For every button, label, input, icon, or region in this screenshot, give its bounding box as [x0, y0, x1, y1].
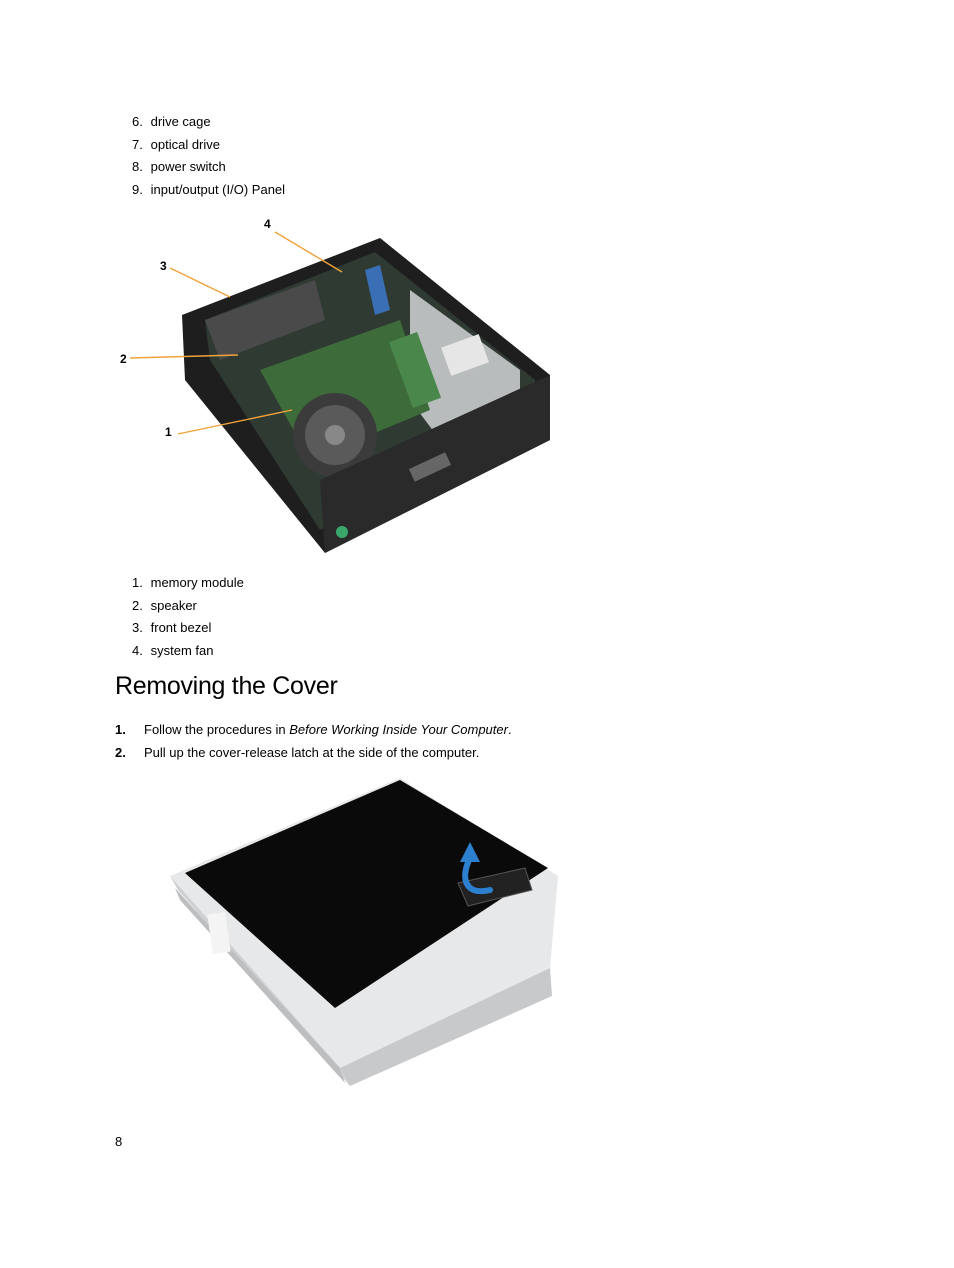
callout-legend-list: 1. memory module 2. speaker 3. front bez…	[132, 575, 244, 666]
procedure-steps: 1.Follow the procedures in Before Workin…	[115, 722, 512, 768]
list-item: 7. optical drive	[132, 136, 220, 152]
callout-line-4	[274, 231, 343, 273]
list-item: 9. input/output (I/O) Panel	[132, 182, 286, 198]
callout-4: 4	[264, 217, 271, 231]
arrow-up-icon	[462, 855, 493, 895]
callout-2: 2	[120, 352, 127, 366]
list-item: 1. memory module	[132, 575, 244, 590]
drive-cage	[205, 280, 325, 360]
callout-1: 1	[165, 425, 172, 439]
expansion-card	[388, 331, 442, 409]
list-item: 2. speaker	[132, 597, 197, 613]
computer-interior-illustration: 1 2 3 4	[120, 217, 550, 553]
list-item: 4. system fan	[132, 643, 214, 659]
power-supply-label	[441, 334, 489, 376]
list-item: 3. front bezel	[132, 620, 212, 636]
step-item: 1.Follow the procedures in Before Workin…	[115, 722, 512, 737]
cross-reference: Before Working Inside Your Computer	[289, 722, 508, 737]
list-item: 6. drive cage	[132, 114, 211, 129]
page-number: 8	[115, 1134, 123, 1149]
callout-3: 3	[160, 259, 167, 273]
blue-latch	[365, 265, 390, 315]
callout-line-3	[169, 267, 231, 298]
black-cover	[185, 780, 548, 1008]
callout-line-2	[129, 354, 239, 359]
component-list-continued: 6. drive cage 7. optical drive 8. power …	[132, 114, 285, 205]
callout-line-1	[177, 409, 293, 435]
section-title: Removing the Cover	[115, 672, 338, 700]
step-item: 2.Pull up the cover-release latch at the…	[115, 745, 480, 760]
list-item: 8. power switch	[132, 159, 226, 175]
cover-release-latch	[457, 867, 533, 907]
computer-cover-illustration	[170, 778, 558, 1086]
